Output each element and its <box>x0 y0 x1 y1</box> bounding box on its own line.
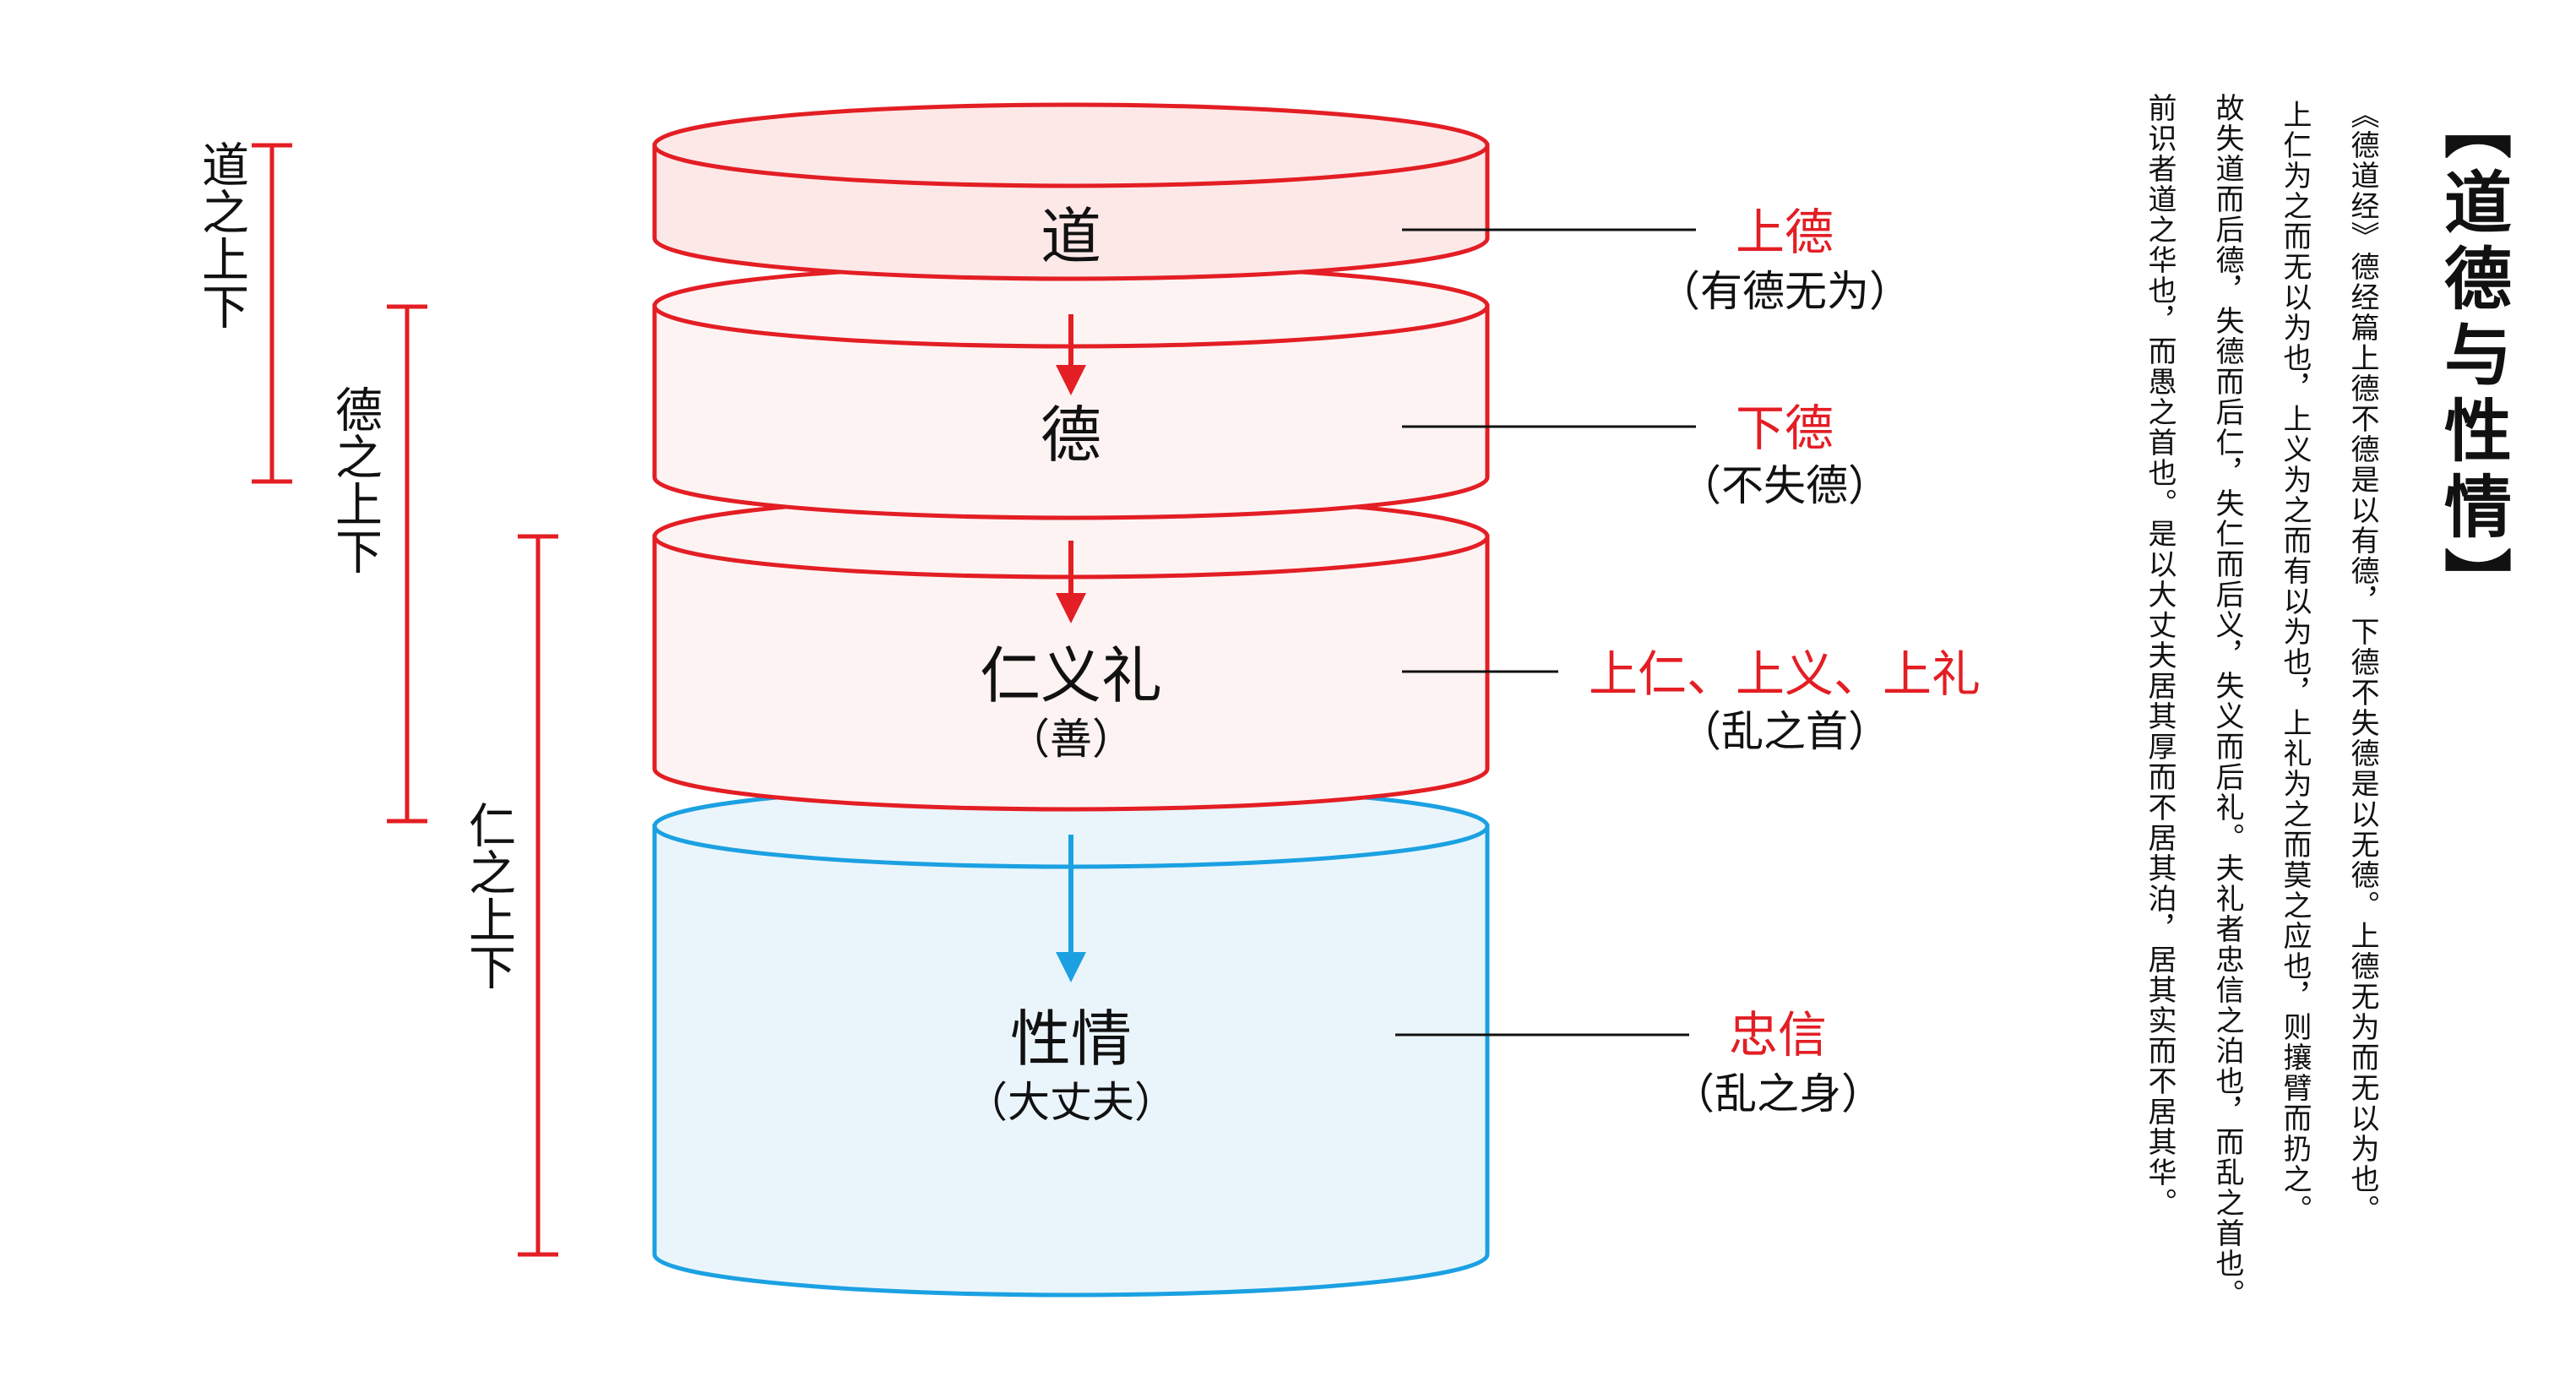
side-sub: （不失德） <box>1679 461 1890 510</box>
text-column: 故失道而后德，失德而后仁，失仁而后义，失义而后礼。夫礼者忠信之泊也，而乱之首也。 <box>2210 93 2244 1309</box>
layer-sub: （善） <box>1008 715 1134 764</box>
bracket-de <box>387 304 427 824</box>
layer-label: 仁义礼 <box>980 640 1162 711</box>
text-column: 上仁为之而无以为也，上义为之而有以为也，上礼为之而莫之应也，则攘臂而扔之。 <box>2278 100 2312 1225</box>
side-label: 下德 <box>1736 400 1834 457</box>
side-label: 上仁、上义、上礼 <box>1589 645 1981 703</box>
bracket-label: 道之上下 <box>194 140 249 329</box>
side-sub: （乱之身） <box>1672 1069 1883 1118</box>
page-title: 【道德与性情】 <box>2433 91 2513 623</box>
side-sub: （乱之首） <box>1679 707 1890 756</box>
text-column: 《德道经》德经篇上德不德是以有德，下德不失德是以无德。上德无为而无以为也。 <box>2345 100 2379 1225</box>
layer-label: 性情 <box>1010 1004 1132 1075</box>
cylinder-dao <box>652 102 1490 281</box>
side-label: 上德 <box>1736 204 1834 261</box>
side-label: 忠信 <box>1729 1006 1827 1064</box>
layer-label: 德 <box>1041 400 1101 471</box>
bracket-label: 德之上下 <box>328 385 383 574</box>
side-sub: （有德无为） <box>1658 267 1911 316</box>
text-column: 前识者道之华也，而愚之首也。是以大丈夫居其厚而不居其泊，居其实而不居其华。 <box>2143 93 2177 1218</box>
layer-sub: （大丈夫） <box>965 1078 1177 1127</box>
layer-label: 道 <box>1041 201 1101 272</box>
cylinder-de <box>652 263 1490 520</box>
bracket-label: 仁之上下 <box>461 801 516 990</box>
bracket-ren <box>518 534 558 1257</box>
bracket-dao <box>252 143 292 484</box>
